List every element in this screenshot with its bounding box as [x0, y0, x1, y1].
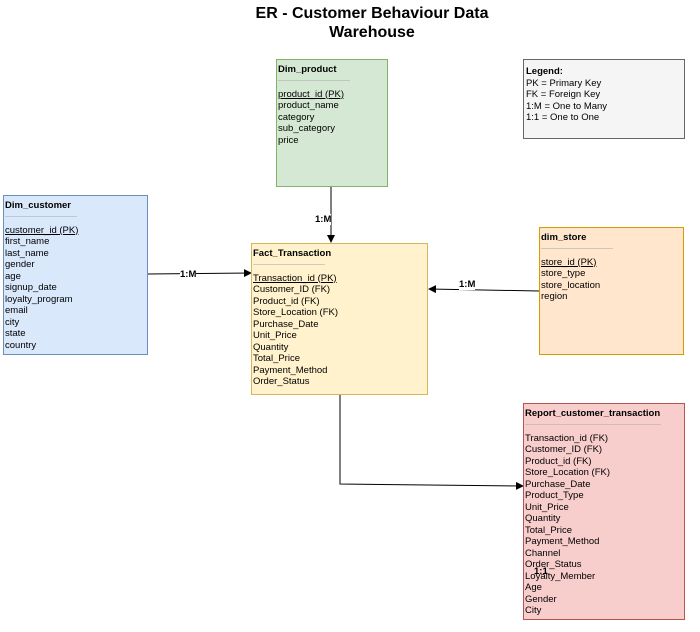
relation-label-customer-fact: 1:M	[180, 269, 197, 280]
field-item: City	[525, 605, 542, 616]
field-item: region	[541, 291, 568, 302]
diagram-title-line-1: ER - Customer Behaviour Data	[255, 5, 489, 22]
field-item: Age	[525, 582, 542, 593]
connector-customer-fact	[147, 269, 252, 278]
field-item: Product_id (FK)	[253, 295, 320, 307]
field-item: Channel	[525, 547, 561, 559]
diagram-title: ER - Customer Behaviour Data Warehouse	[200, 4, 544, 42]
field-item: Transaction_id (PK)	[253, 272, 337, 284]
field-item: Store_Location (FK)	[525, 467, 611, 478]
field-list: Transaction_id (PK)Customer_ID (FK)Produ…	[253, 273, 427, 388]
connector-store-fact	[428, 285, 540, 294]
field-item: loyalty_program	[5, 293, 73, 305]
entity-name: Report_customer_transaction	[525, 408, 661, 419]
field-item: signup_date	[5, 282, 57, 293]
entity-separator	[253, 263, 325, 265]
entity-name: Dim_product	[278, 64, 337, 75]
field-item: Unit_Price	[253, 330, 297, 341]
legend-item: PK = Primary Key	[526, 77, 602, 89]
field-item: gender	[5, 259, 35, 270]
field-item: sub_category	[278, 123, 336, 134]
field-item: Purchase_Date	[525, 478, 591, 490]
field-item: Quantity	[525, 513, 561, 524]
entity-fact-transaction[interactable]: Fact_Transaction Transaction_id (PK)Cust…	[251, 243, 428, 395]
diagram-title-line-2: Warehouse	[329, 24, 415, 41]
field-item: Product_id (FK)	[525, 455, 592, 467]
field-item: store_type	[541, 268, 586, 279]
entity-separator	[541, 247, 613, 249]
entity-separator	[525, 423, 661, 425]
field-item: Order_Status	[525, 559, 582, 570]
field-item: city	[5, 316, 20, 328]
legend-title: Legend:	[526, 66, 563, 77]
field-item: Customer_ID (FK)	[525, 444, 603, 455]
field-item: country	[5, 339, 37, 351]
field-item: Loyalty_Member	[525, 570, 596, 582]
field-item: first_name	[5, 236, 50, 247]
legend-item: 1:1 = One to One	[526, 112, 600, 123]
field-item: state	[5, 328, 26, 339]
field-item: price	[278, 134, 299, 146]
field-item: store_location	[541, 279, 601, 291]
entity-separator	[278, 79, 350, 81]
field-item: product_id (PK)	[278, 88, 345, 100]
connector-fact-report	[339, 395, 524, 490]
field-item: Total_Price	[253, 353, 300, 364]
field-item: Purchase_Date	[253, 318, 319, 330]
field-item: category	[278, 111, 315, 123]
field-item: Payment_Method	[253, 364, 328, 376]
field-item: customer_id (PK)	[5, 224, 79, 236]
field-item: Customer_ID (FK)	[253, 284, 331, 295]
legend-item: 1:M = One to Many	[526, 100, 608, 112]
entity-report-customer-transaction[interactable]: Report_customer_transaction Transaction_…	[523, 403, 685, 620]
field-item: email	[5, 305, 28, 316]
field-item: Gender	[525, 593, 557, 605]
field-item: last_name	[5, 247, 49, 259]
field-item: Quantity	[253, 341, 289, 353]
relation-label-fact-report: 1:1	[534, 566, 548, 577]
field-item: age	[5, 270, 21, 282]
entity-name: Fact_Transaction	[253, 248, 332, 259]
field-item: Product_Type	[525, 490, 584, 501]
legend-item: FK = Foreign Key	[526, 89, 601, 100]
relation-label-product-fact: 1:M	[315, 214, 332, 225]
field-list: Transaction_id (FK)Customer_ID (FK)Produ…	[525, 433, 684, 617]
entity-separator	[5, 215, 77, 217]
field-item: Payment_Method	[525, 536, 600, 547]
field-item: Transaction_id (FK)	[525, 432, 609, 444]
field-item: Unit_Price	[525, 501, 569, 513]
field-item: store_id (PK)	[541, 256, 597, 268]
relation-label-store-fact: 1:M	[459, 279, 476, 290]
field-item: product_name	[278, 100, 339, 111]
field-item: Order_Status	[253, 376, 310, 387]
entity-name: Dim_customer	[5, 200, 71, 211]
field-item: Store_Location (FK)	[253, 307, 339, 318]
field-item: Total_Price	[525, 524, 572, 536]
entity-name: dim_store	[541, 232, 587, 243]
